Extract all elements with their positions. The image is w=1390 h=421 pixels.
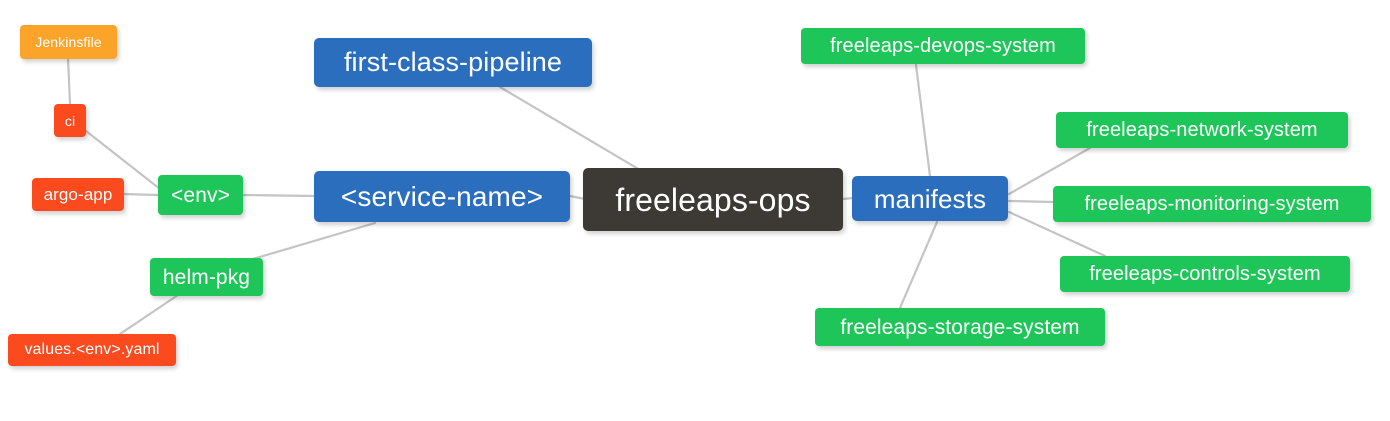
node-label-helm-pkg: helm-pkg: [162, 265, 251, 289]
node-ci[interactable]: ci: [54, 104, 86, 137]
node-jenkinsfile[interactable]: Jenkinsfile: [20, 25, 117, 59]
node-freeleaps-ops[interactable]: freeleaps-ops: [583, 168, 843, 231]
node-label-argo-app: argo-app: [43, 185, 113, 204]
node-freeleaps-controls-system[interactable]: freeleaps-controls-system: [1060, 256, 1350, 292]
edge-manifests-monitoring: [1007, 199, 1055, 204]
node-label-first-class-pipeline: first-class-pipeline: [343, 47, 563, 77]
node-env[interactable]: <env>: [158, 175, 243, 215]
node-argo-app[interactable]: argo-app: [32, 178, 124, 211]
node-service-name[interactable]: <service-name>: [314, 171, 570, 222]
node-label-freeleaps-ops: freeleaps-ops: [615, 181, 811, 218]
edge-env-service: [241, 193, 316, 198]
edge-helmpkg-service: [251, 221, 377, 261]
node-label-values-yaml: values.<env>.yaml: [24, 341, 160, 358]
node-label-freeleaps-network-system: freeleaps-network-system: [1086, 119, 1318, 141]
edge-manifests-storage: [898, 220, 939, 310]
node-manifests[interactable]: manifests: [852, 176, 1008, 221]
node-label-freeleaps-storage-system: freeleaps-storage-system: [840, 315, 1080, 339]
node-label-freeleaps-controls-system: freeleaps-controls-system: [1089, 263, 1321, 285]
node-helm-pkg[interactable]: helm-pkg: [150, 258, 263, 296]
node-label-ci: ci: [64, 112, 76, 129]
node-label-manifests: manifests: [873, 183, 987, 214]
node-freeleaps-storage-system[interactable]: freeleaps-storage-system: [815, 308, 1105, 346]
node-values-yaml[interactable]: values.<env>.yaml: [8, 334, 176, 366]
node-label-env: <env>: [171, 183, 230, 207]
edge-jenkinsfile-ci: [66, 56, 72, 106]
node-freeleaps-monitoring-system[interactable]: freeleaps-monitoring-system: [1053, 186, 1371, 222]
node-label-freeleaps-monitoring-system: freeleaps-monitoring-system: [1084, 193, 1340, 215]
edge-argoapp-env: [122, 192, 160, 197]
node-label-service-name: <service-name>: [340, 180, 544, 212]
node-freeleaps-network-system[interactable]: freeleaps-network-system: [1056, 112, 1348, 148]
node-freeleaps-devops-system[interactable]: freeleaps-devops-system: [801, 28, 1085, 64]
node-label-jenkinsfile: Jenkinsfile: [35, 34, 102, 50]
edge-manifests-devops: [914, 63, 932, 178]
node-label-freeleaps-devops-system: freeleaps-devops-system: [830, 35, 1056, 57]
node-first-class-pipeline[interactable]: first-class-pipeline: [314, 38, 592, 87]
edge-pipeline-root: [498, 85, 642, 172]
edge-values-helmpkg: [118, 293, 180, 336]
